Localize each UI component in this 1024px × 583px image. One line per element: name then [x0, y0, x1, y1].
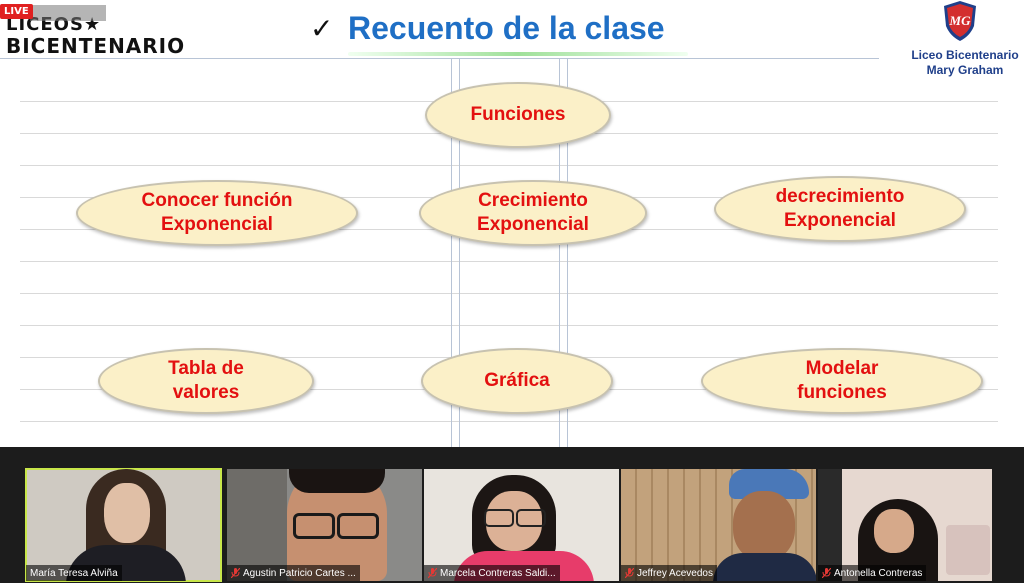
mic-muted-icon: [428, 568, 437, 578]
tile-edge: [818, 469, 842, 581]
title-divider: [0, 58, 879, 59]
participant-name-bar: Antonella Contreras: [818, 565, 927, 581]
participant-face: [486, 491, 542, 551]
school-name-line1: Liceo Bicentenario: [911, 48, 1019, 62]
participant-face: [874, 509, 914, 553]
slide-title: Recuento de la clase: [348, 10, 665, 46]
participant-name: Marcela Contreras Saldi...: [440, 567, 556, 579]
school-name: Liceo Bicentenario Mary Graham: [905, 48, 1024, 78]
participant-name-bar: María Teresa Alviña: [26, 565, 122, 581]
participant-face: [733, 491, 795, 561]
logo-letters: MG: [949, 13, 972, 28]
stream-info-bar: [30, 5, 106, 21]
glasses-icon: [293, 513, 335, 539]
participant-name: María Teresa Alviña: [30, 567, 118, 579]
node-funciones: Funciones: [425, 82, 611, 148]
glasses-icon: [484, 509, 514, 527]
background-object: [946, 525, 990, 575]
participant-body: [713, 553, 816, 581]
node-conocer-funcion-exponencial: Conocer función Exponencial: [76, 180, 358, 246]
column-divider: [459, 58, 460, 447]
check-icon: ✓: [310, 12, 334, 45]
logo-text-line2: BICENTENARIO: [6, 34, 186, 58]
participant-name-bar: Jeffrey Acevedos: [621, 565, 717, 581]
node-decrecimiento-exponencial: decrecimiento Exponencial: [714, 176, 966, 242]
participant-name: Antonella Contreras: [834, 567, 923, 579]
mic-muted-icon: [231, 568, 240, 578]
shield-logo-icon: MG: [944, 1, 976, 41]
participant-name: Jeffrey Acevedos: [637, 567, 713, 579]
participant-tile[interactable]: María Teresa Alviña: [25, 468, 222, 582]
participant-hair: [289, 469, 385, 493]
participant-name-bar: Marcela Contreras Saldi...: [424, 565, 560, 581]
node-crecimiento-exponencial: Crecimiento Exponencial: [419, 180, 647, 246]
presentation-slide: LICEOS★ BICENTENARIO LIVE ✓ Recuento de …: [0, 0, 1024, 447]
participant-tile[interactable]: Marcela Contreras Saldi...: [424, 469, 619, 581]
node-grafica: Gráfica: [421, 348, 613, 414]
participant-face: [104, 483, 150, 543]
participant-tile[interactable]: Jeffrey Acevedos: [621, 469, 816, 581]
column-divider: [451, 58, 452, 447]
column-divider: [559, 58, 560, 447]
participant-tile[interactable]: Antonella Contreras: [818, 469, 992, 581]
participant-name: Agustin Patricio Cartes ...: [243, 567, 356, 579]
glasses-icon: [337, 513, 379, 539]
node-tabla-de-valores: Tabla de valores: [98, 348, 314, 414]
live-badge: LIVE: [0, 4, 33, 19]
school-name-line2: Mary Graham: [926, 63, 1004, 77]
mic-muted-icon: [822, 568, 831, 578]
participant-tile[interactable]: Agustin Patricio Cartes ...: [227, 469, 422, 581]
node-modelar-funciones: Modelar funciones: [701, 348, 983, 414]
participant-name-bar: Agustin Patricio Cartes ...: [227, 565, 360, 581]
column-divider: [567, 58, 568, 447]
glasses-icon: [516, 509, 546, 527]
title-underline: [348, 52, 688, 56]
mic-muted-icon: [625, 568, 634, 578]
background-wall: [227, 469, 287, 581]
